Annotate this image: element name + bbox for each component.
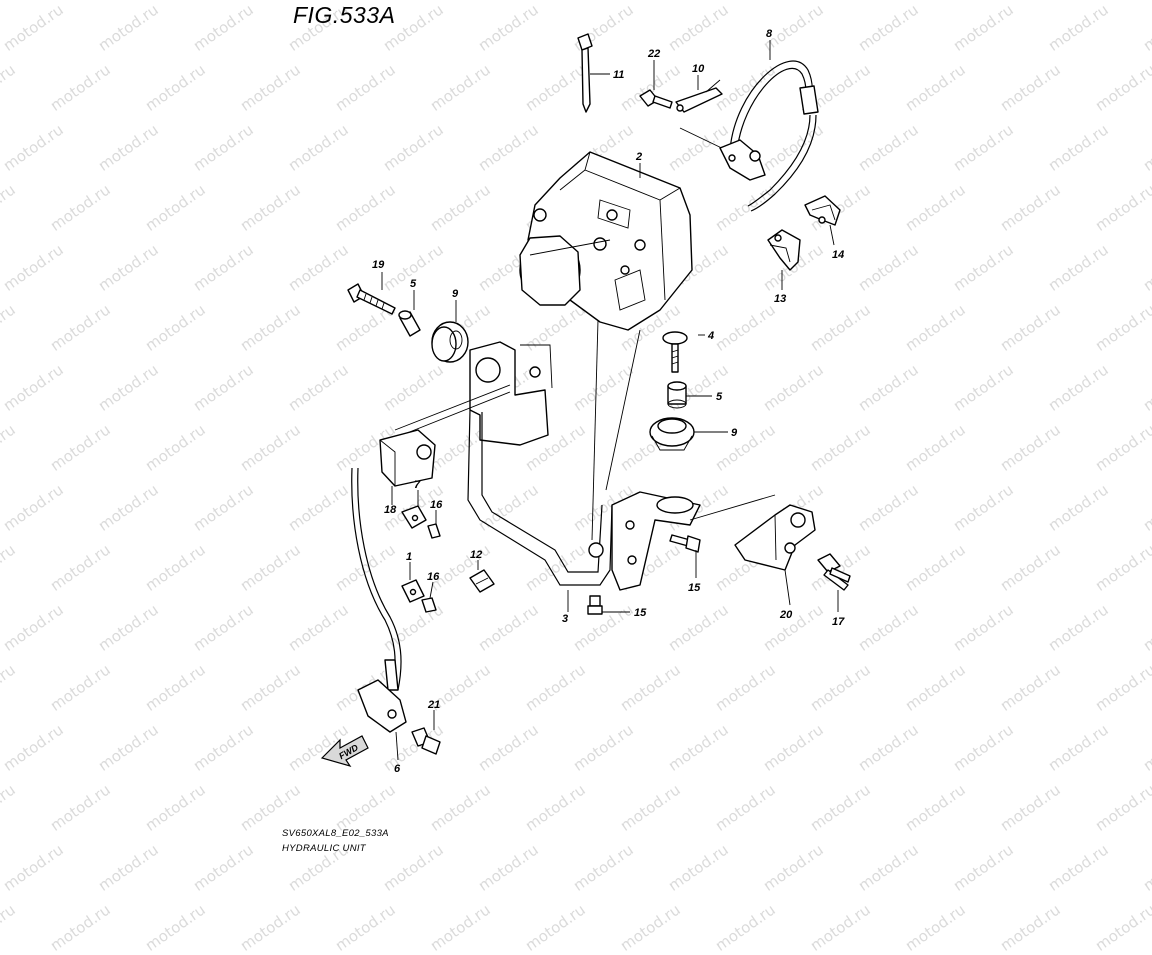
callout-10: 10	[692, 63, 705, 75]
callout-leaders	[381, 40, 839, 761]
plate-part-18	[379, 429, 436, 487]
callout-12: 12	[470, 549, 482, 561]
leader-line	[689, 494, 776, 521]
model-code: SV650XAL8_E02_533A	[282, 828, 389, 839]
figure-title: FIG.533A	[293, 2, 396, 28]
leader-line	[591, 319, 599, 541]
bracket-part-20	[734, 504, 816, 571]
screw-part-16-upper	[427, 523, 441, 539]
collar-part-5-left	[398, 310, 421, 337]
clamp-part-10	[675, 79, 723, 113]
section-name: HYDRAULIC UNIT	[282, 843, 366, 854]
watermark-text: motod.ru	[47, 900, 114, 955]
watermark-text: motod.ru	[0, 900, 19, 955]
watermark-text: motod.ru	[617, 900, 684, 955]
callout-16-lower: 16	[427, 571, 440, 583]
collar-part-5-right	[667, 381, 687, 409]
watermark-text: motod.ru	[522, 900, 589, 955]
callout-15-bottom: 15	[634, 607, 647, 619]
watermark-text: motod.ru	[237, 900, 304, 955]
callout-15-right: 15	[688, 582, 701, 594]
callout-numbers: 11 22 10 8 2 4 5 9 19 5 9 13 14 18 7 16 …	[372, 28, 845, 775]
callout-9-right: 9	[731, 427, 738, 439]
callout-14: 14	[832, 249, 844, 261]
callout-5-left: 5	[410, 278, 417, 290]
fwd-arrow-icon: FWD	[320, 735, 369, 768]
watermark-text: motod.ru	[807, 900, 874, 955]
callout-4: 4	[707, 330, 714, 342]
callout-6: 6	[394, 763, 401, 775]
bolt-part-4	[662, 331, 688, 373]
callout-20: 20	[779, 609, 793, 621]
clip-part-14	[804, 195, 841, 226]
callout-13: 13	[774, 293, 786, 305]
hydraulic-unit-part-2	[519, 151, 693, 331]
watermark-text: motod.ru	[332, 900, 399, 955]
callout-11: 11	[613, 69, 624, 81]
watermark-text: motod.ru	[902, 900, 969, 955]
watermark-text: motod.ru	[142, 900, 209, 955]
clamp-part-7	[401, 505, 427, 529]
callout-2: 2	[635, 151, 642, 163]
callout-3: 3	[562, 613, 568, 625]
cable-tie-part-11	[577, 33, 593, 113]
leader-line	[394, 384, 511, 431]
bolt-part-22	[639, 89, 673, 109]
leader-line	[396, 391, 511, 438]
bolt-part-15-right	[669, 534, 701, 553]
watermark-text: motod.ru	[1092, 900, 1152, 955]
callout-5-right: 5	[716, 391, 723, 403]
grommet-part-9-left	[431, 321, 469, 363]
callout-19: 19	[372, 259, 385, 271]
bolt-part-19	[347, 283, 396, 315]
screw-part-16-lower	[421, 597, 437, 613]
callout-1: 1	[406, 551, 412, 563]
watermark-text: motod.ru	[427, 900, 494, 955]
callout-21: 21	[427, 699, 440, 711]
watermark-text: motod.ru	[712, 900, 779, 955]
bolt-part-21	[411, 727, 441, 755]
watermark-text: motod.ru	[997, 900, 1064, 955]
callout-18: 18	[384, 504, 397, 516]
callout-7: 7	[414, 479, 421, 491]
callout-17: 17	[832, 616, 845, 628]
callout-22: 22	[647, 48, 660, 60]
callout-9-left: 9	[452, 288, 459, 300]
clip-part-13	[767, 229, 801, 271]
callout-16-upper: 16	[430, 499, 443, 511]
grommet-part-9-right	[649, 417, 695, 451]
clamp-part-1	[401, 579, 425, 603]
leader-line	[605, 329, 641, 491]
bracket-part-3	[467, 341, 701, 591]
callout-8: 8	[766, 28, 773, 40]
front-sensor-wire-part-6	[351, 467, 407, 733]
clip-part-12	[469, 569, 495, 593]
exploded-view-drawing: FWD	[320, 28, 851, 775]
bolt-part-15-bottom	[587, 595, 603, 615]
bolt-part-17	[817, 553, 851, 591]
sensor-wire-part-8	[719, 60, 819, 212]
